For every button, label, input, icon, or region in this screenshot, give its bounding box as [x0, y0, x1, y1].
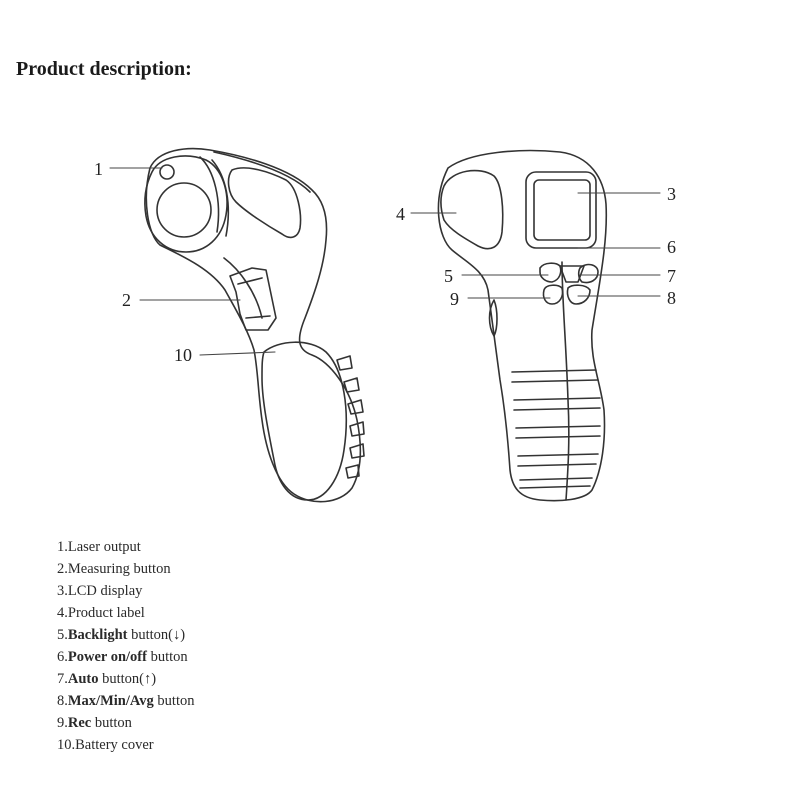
- legend-item-6: 6.Power on/off button: [57, 649, 188, 665]
- legend-item-7: 7.Auto button(↑): [57, 671, 157, 687]
- callout-2: 2: [122, 290, 131, 310]
- leader-lines: [109, 167, 661, 356]
- legend-item-3: 3.LCD display: [57, 583, 143, 599]
- callout-5: 5: [444, 266, 453, 286]
- callout-3: 3: [667, 184, 676, 204]
- legend-item-4: 4.Product label: [57, 605, 145, 621]
- power-button: [559, 265, 585, 283]
- side-head-ring: [144, 155, 228, 253]
- device-front-view: [437, 149, 608, 502]
- parts-legend: 1.Laser output 2.Measuring button 3.LCD …: [57, 536, 194, 756]
- product-label-panel: [440, 169, 504, 250]
- callout-6: 6: [667, 237, 676, 257]
- battery-cover: [261, 341, 348, 501]
- product-diagram: 1 2 10 4 3 6 5 7 9 8: [94, 147, 676, 503]
- page-title: Product description:: [16, 58, 192, 80]
- auto-button: [577, 263, 599, 284]
- legend-item-2: 2.Measuring button: [57, 561, 171, 577]
- callout-7: 7: [667, 266, 676, 286]
- measuring-button: [229, 267, 277, 331]
- legend-item-5: 5.Backlight button(↓): [57, 627, 186, 643]
- laser-lens-icon: [156, 182, 212, 238]
- legend-item-8: 8.Max/Min/Avg button: [57, 693, 195, 709]
- laser-output-icon: [159, 164, 175, 180]
- backlight-button: [539, 262, 562, 283]
- callout-8: 8: [667, 288, 676, 308]
- legend-item-9: 9.Rec button: [57, 715, 132, 731]
- device-side-view: [144, 147, 365, 503]
- callout-4: 4: [396, 204, 405, 224]
- callout-9: 9: [450, 289, 459, 309]
- front-body-outline: [437, 149, 608, 502]
- side-body-outline: [145, 147, 362, 503]
- side-window: [227, 167, 302, 239]
- max-min-avg-button: [566, 284, 591, 305]
- callout-10: 10: [174, 345, 192, 365]
- rec-button: [542, 284, 564, 305]
- lcd-display-frame: [525, 171, 597, 249]
- legend-item-10: 10.Battery cover: [57, 737, 154, 753]
- callout-1: 1: [94, 159, 103, 179]
- lcd-display: [533, 179, 591, 241]
- legend-item-1: 1.Laser output: [57, 539, 141, 555]
